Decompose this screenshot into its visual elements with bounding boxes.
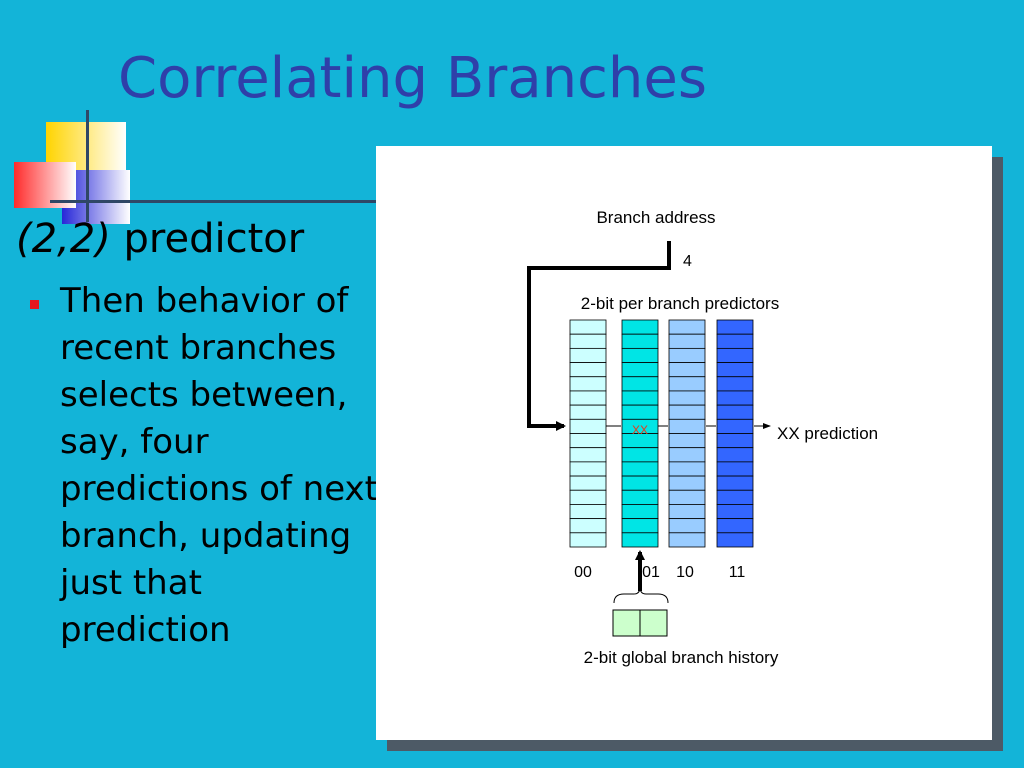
predictor-cell — [716, 418, 754, 434]
selected-cell-marker: XX — [632, 423, 648, 437]
predictor-column-11 — [716, 319, 754, 548]
history-brace — [613, 586, 669, 604]
column-label-10: 10 — [676, 564, 694, 581]
predictor-cell — [569, 504, 607, 520]
title-divider-line — [50, 200, 380, 203]
predictor-cell — [668, 433, 706, 449]
predictor-cell — [716, 518, 754, 534]
predictor-cell — [716, 461, 754, 477]
predictor-cell — [621, 347, 659, 363]
bullet-text: Then behavior of recent branches selects… — [60, 281, 379, 650]
predictor-cell — [716, 504, 754, 520]
predictor-cell — [569, 475, 607, 491]
predictor-cell — [621, 518, 659, 534]
subtitle-italic: (2,2) — [16, 216, 111, 262]
predictor-cell — [668, 404, 706, 420]
predictor-cell — [621, 461, 659, 477]
slide-subtitle: (2,2) predictor — [16, 216, 304, 262]
predictor-cell — [569, 376, 607, 392]
predictor-cell — [668, 362, 706, 378]
predictor-cell — [621, 532, 659, 548]
predictor-cell — [569, 404, 607, 420]
predictor-cell — [716, 489, 754, 505]
predictor-cell — [569, 319, 607, 335]
address-path-arrow — [527, 241, 671, 431]
predictor-cell — [668, 518, 706, 534]
predictor-cell — [668, 532, 706, 548]
predictor-cell — [668, 319, 706, 335]
predictors-label: 2-bit per branch predictors — [581, 294, 779, 313]
predictor-cell — [716, 347, 754, 363]
predictor-cell — [668, 475, 706, 491]
predictor-cell — [668, 447, 706, 463]
predictor-cell — [569, 418, 607, 434]
column-labels: 00 01 10 11 — [574, 564, 745, 581]
address-bits-label: 4 — [683, 253, 692, 270]
diagram-panel: Branch address 4 2-bit per branch predic… — [376, 146, 992, 740]
predictor-cell — [621, 489, 659, 505]
predictor-cell — [716, 362, 754, 378]
predictor-cell — [716, 390, 754, 406]
predictor-cell — [569, 362, 607, 378]
predictor-column-01 — [621, 319, 659, 548]
branch-address-label: Branch address — [596, 208, 715, 227]
predictor-columns — [569, 319, 754, 548]
decorative-squares-logo — [14, 110, 130, 224]
predictor-cell — [716, 376, 754, 392]
predictor-cell — [569, 489, 607, 505]
predictor-cell — [569, 518, 607, 534]
predictor-cell — [621, 333, 659, 349]
predictor-cell — [668, 489, 706, 505]
predictor-column-10 — [668, 319, 706, 548]
predictor-cell — [716, 475, 754, 491]
predictor-cell — [716, 319, 754, 335]
predictor-cell — [621, 404, 659, 420]
predictor-cell — [569, 447, 607, 463]
predictor-cell — [621, 504, 659, 520]
predictor-cell — [569, 390, 607, 406]
subtitle-rest: predictor — [110, 216, 305, 262]
predictor-cell — [621, 447, 659, 463]
predictor-cell — [621, 362, 659, 378]
predictor-cell — [668, 376, 706, 392]
predictor-diagram: Branch address 4 2-bit per branch predic… — [527, 208, 878, 667]
predictor-cell — [569, 461, 607, 477]
column-label-01: 01 — [642, 564, 660, 581]
predictor-cell — [716, 404, 754, 420]
bullet-marker — [30, 300, 39, 309]
predictor-cell — [668, 461, 706, 477]
predictor-cell — [668, 347, 706, 363]
slide-title: Correlating Branches — [118, 46, 708, 111]
predictor-column-00 — [569, 319, 607, 548]
predictor-cell — [668, 418, 706, 434]
predictor-cell — [569, 433, 607, 449]
predictor-cell — [621, 319, 659, 335]
predictor-cell — [716, 433, 754, 449]
predictor-cell — [668, 390, 706, 406]
predictor-cell — [569, 532, 607, 548]
column-label-11: 11 — [729, 564, 746, 581]
predictor-cell — [716, 532, 754, 548]
prediction-label: XX prediction — [777, 424, 878, 443]
predictor-cell — [569, 347, 607, 363]
predictor-cell — [621, 475, 659, 491]
predictor-cell — [716, 447, 754, 463]
predictor-cell — [621, 390, 659, 406]
history-label: 2-bit global branch history — [584, 648, 779, 667]
predictor-cell — [621, 376, 659, 392]
column-label-00: 00 — [574, 564, 592, 581]
predictor-cell — [716, 333, 754, 349]
predictor-cell — [569, 333, 607, 349]
predictor-cell — [668, 504, 706, 520]
predictor-cell — [668, 333, 706, 349]
